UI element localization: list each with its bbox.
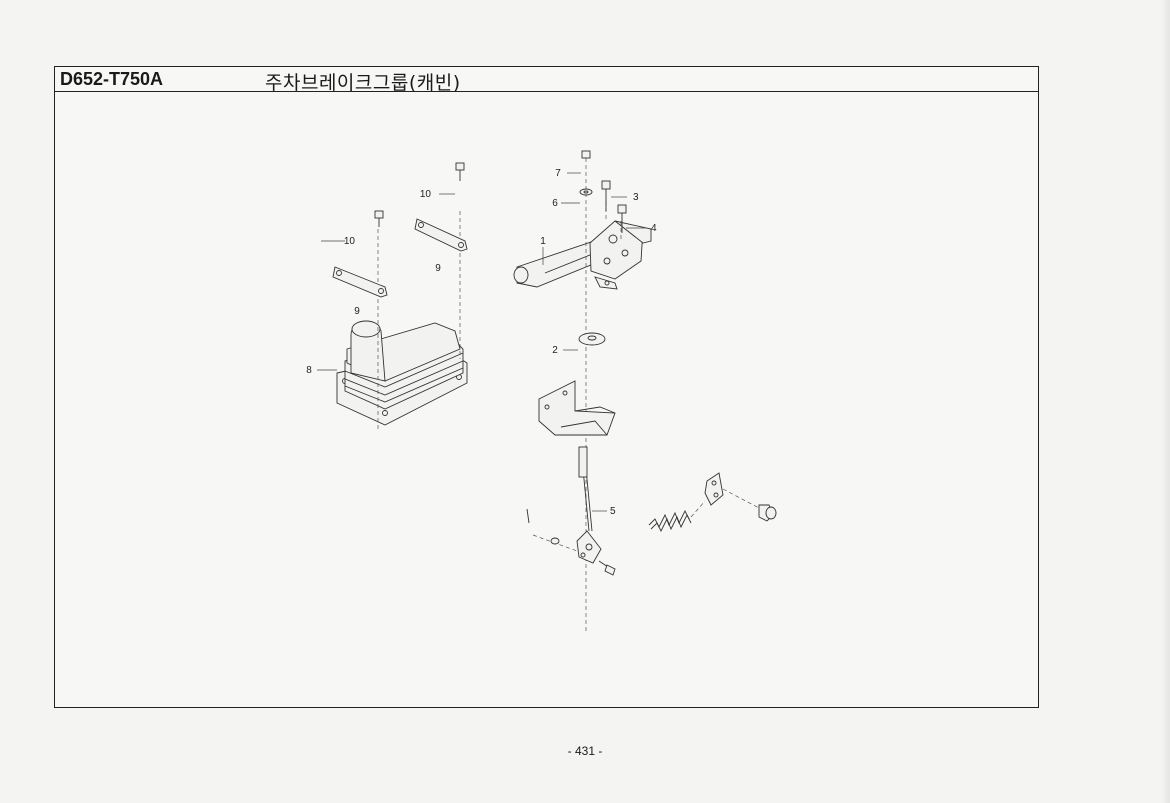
callout-10-upper: 10	[420, 189, 432, 200]
callout-9-lower: 9	[354, 306, 360, 317]
link-bar-parts	[332, 218, 468, 298]
exploded-parts-diagram: 1 2 3 4 5 6 7 8 9 9 10 10	[306, 150, 777, 631]
washer-part	[578, 332, 606, 346]
fastener-parts	[579, 150, 627, 233]
callout-8: 8	[306, 365, 312, 376]
callout-3: 3	[633, 192, 639, 203]
page-edge	[1162, 0, 1170, 803]
callout-7: 7	[555, 168, 561, 179]
callout-9-upper: 9	[435, 263, 441, 274]
document-code: D652-T750A	[60, 69, 164, 89]
page-number: - 431 -	[567, 744, 603, 758]
callout-10-lower: 10	[344, 236, 356, 247]
document-title: 주차브레이크그룹(캐빈)	[265, 72, 461, 94]
brake-rod-part	[526, 446, 616, 576]
boot-cover-part	[336, 211, 468, 431]
callout-5: 5	[610, 506, 616, 517]
callout-6: 6	[552, 198, 558, 209]
callout-1: 1	[540, 236, 546, 247]
spring-assembly	[648, 472, 777, 533]
callout-4: 4	[651, 223, 657, 234]
parts-sheet-frame: D652-T750A 주차브레이크그룹(캐빈)	[54, 66, 1039, 708]
mounting-bracket	[538, 380, 616, 436]
brake-lever-part	[513, 220, 652, 290]
callout-2: 2	[552, 345, 558, 356]
title-bar: D652-T750A 주차브레이크그룹(캐빈)	[55, 67, 1038, 94]
bolt-parts-10	[374, 162, 465, 227]
